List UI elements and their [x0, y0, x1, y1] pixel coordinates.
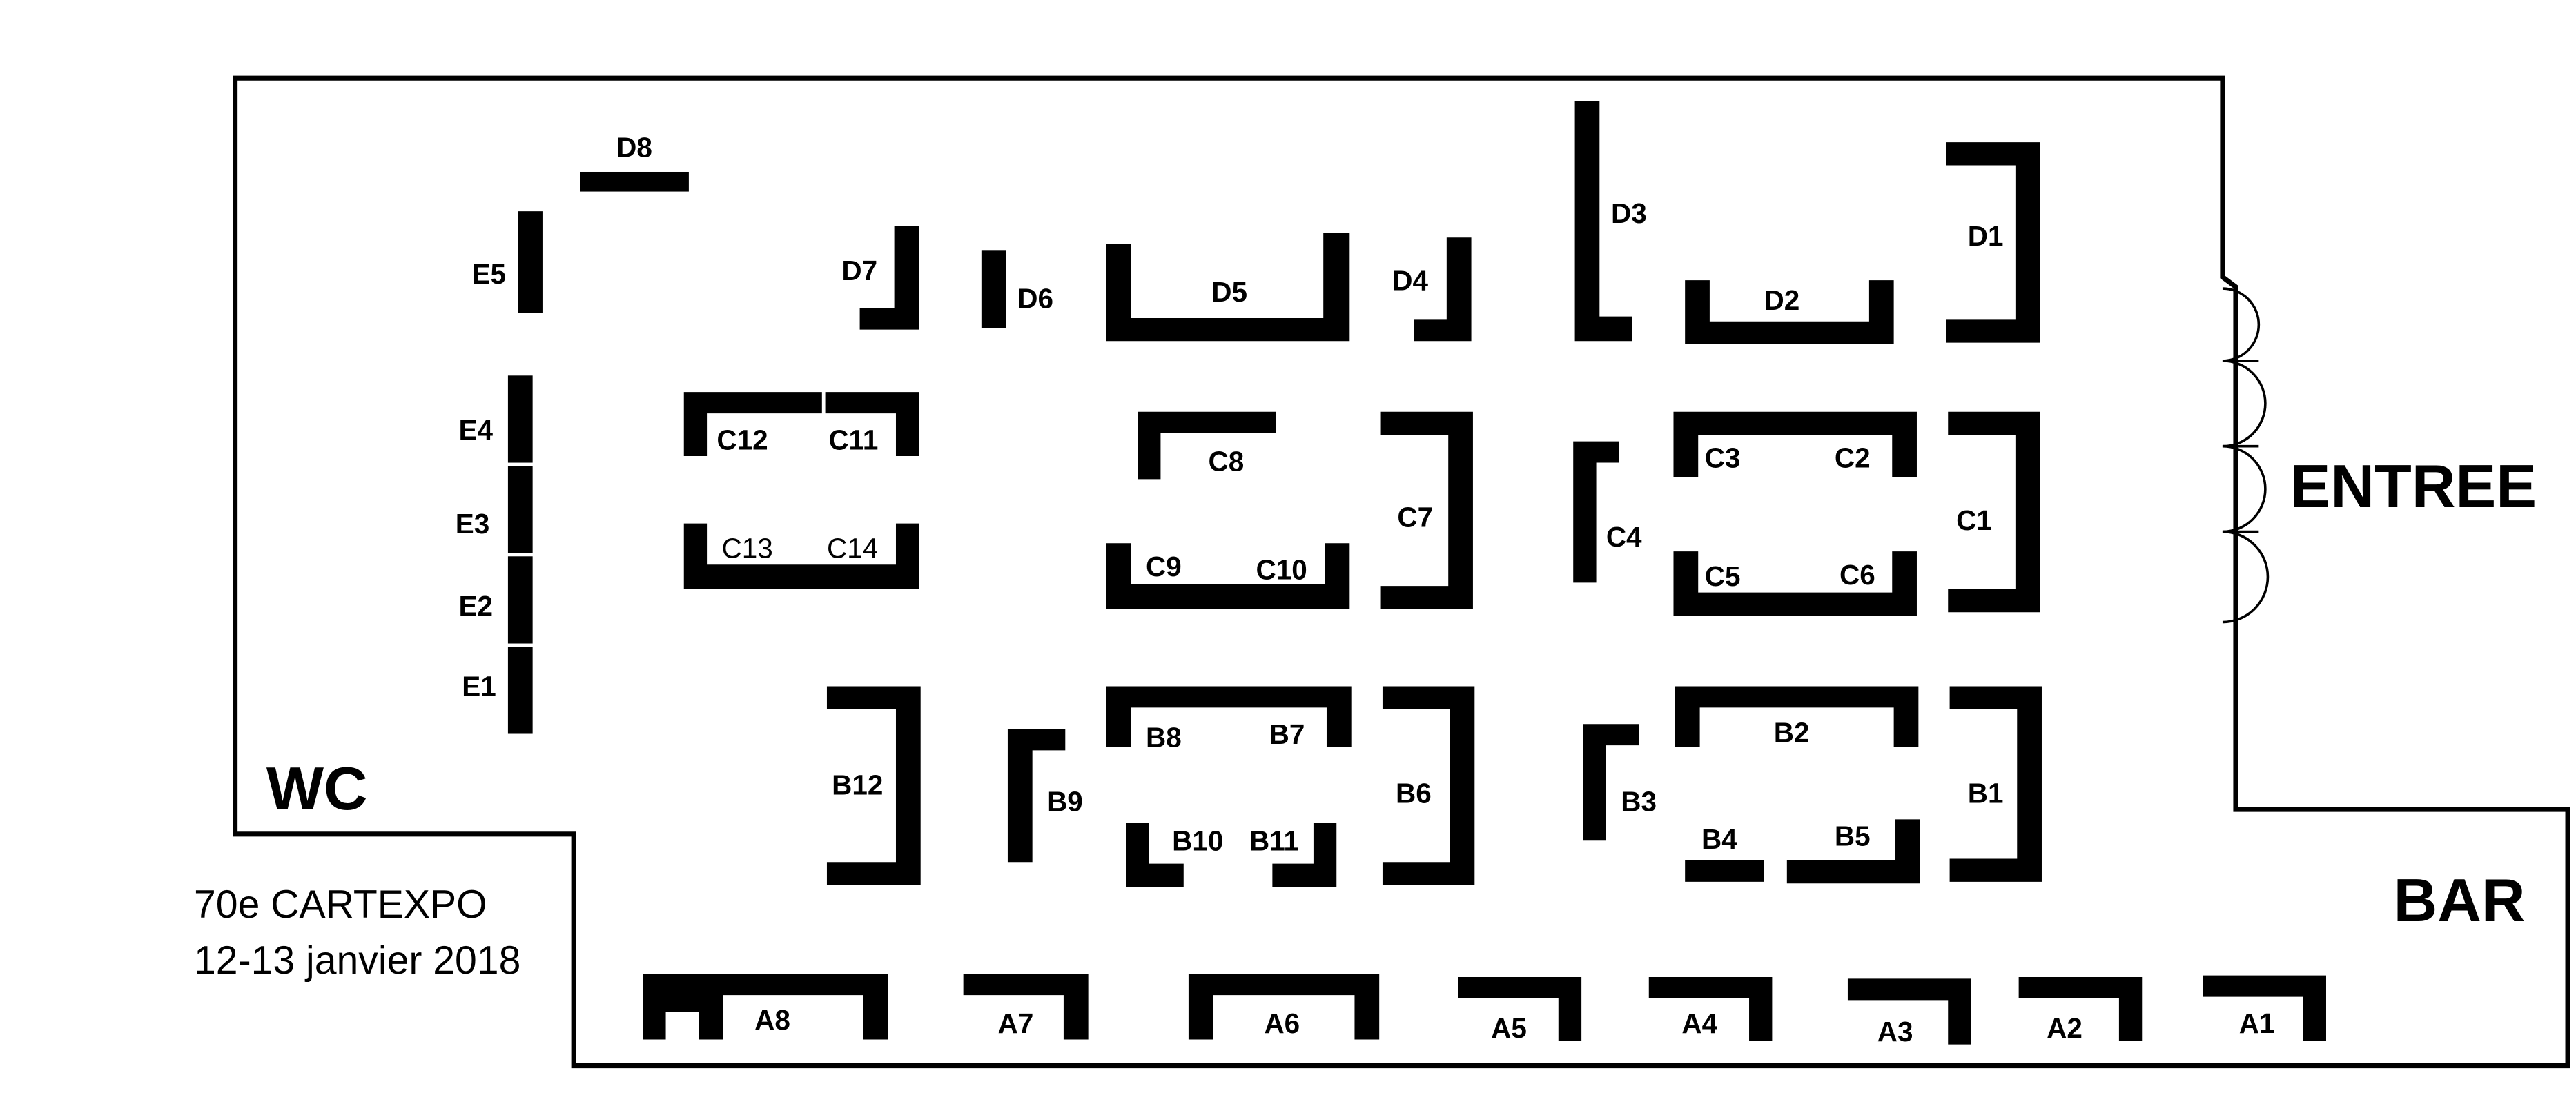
bar-label: BAR [2394, 866, 2526, 934]
event-caption: 70e CARTEXPO 12-13 janvier 2018 [194, 883, 520, 983]
stand-b4-label: B4 [1701, 823, 1737, 855]
stand-d8-label: D8 [616, 132, 652, 164]
stand-a2-label: A2 [2047, 1012, 2082, 1044]
stand-c3-label: C3 [1705, 442, 1741, 474]
stand-b7-label: B7 [1269, 718, 1305, 750]
stand-b9-label: B9 [1047, 785, 1083, 817]
stand-e4-label: E4 [458, 414, 493, 446]
entrance-doors [2222, 287, 2270, 624]
stand-b11-label: B11 [1249, 825, 1299, 857]
stand-d5-label: D5 [1211, 276, 1247, 308]
stand-c8-label: C8 [1208, 445, 1244, 477]
stand-d6-label: D6 [1017, 283, 1053, 315]
stand-b2-label: B2 [1774, 716, 1810, 748]
stand-c14-label: C14 [827, 533, 878, 564]
stand-b10-label: B10 [1172, 825, 1223, 857]
stand-c10-label: C10 [1256, 554, 1307, 586]
stand-c2-label: C2 [1835, 442, 1871, 474]
event-edition: 70e CARTEXPO [194, 883, 487, 927]
stand-a7-label: A7 [998, 1007, 1034, 1039]
stand-b6-label: B6 [1396, 778, 1432, 809]
event-dates: 12-13 janvier 2018 [194, 938, 520, 983]
stand-c11-label: C11 [828, 424, 878, 455]
stand-e5-label: E5 [472, 258, 507, 290]
stand-b1-label: B1 [1968, 778, 2004, 809]
stand-b12-label: B12 [832, 769, 883, 801]
stand-c1-label: C1 [1956, 504, 1992, 536]
stand-c6-label: C6 [1840, 559, 1875, 591]
stand-b8-label: B8 [1146, 722, 1182, 754]
stand-a3-label: A3 [1877, 1016, 1913, 1047]
stand-a1-label: A1 [2239, 1007, 2275, 1039]
stand-e2-label: E2 [458, 590, 493, 622]
stand-walls [507, 101, 2326, 1045]
stand-c13-label: C13 [722, 533, 773, 564]
zone-labels: ENTREE BAR WC [266, 452, 2537, 934]
stand-b5-label: B5 [1835, 820, 1871, 851]
stand-c7-label: C7 [1397, 501, 1433, 533]
stand-c9-label: C9 [1146, 551, 1182, 582]
stand-e1-label: E1 [462, 671, 496, 702]
stand-c12-label: C12 [716, 424, 768, 455]
entrance-label: ENTREE [2290, 452, 2537, 520]
wc-label: WC [266, 754, 368, 823]
stand-c4-label: C4 [1606, 521, 1642, 553]
stand-b3-label: B3 [1621, 785, 1657, 817]
stand-d2-label: D2 [1764, 284, 1799, 316]
stand-d7-label: D7 [841, 255, 877, 286]
stand-d1-label: D1 [1968, 220, 2004, 252]
stand-d4-label: D4 [1392, 264, 1428, 296]
stand-a6-label: A6 [1264, 1007, 1300, 1039]
stand-e3-label: E3 [456, 508, 490, 540]
stand-d3-label: D3 [1611, 197, 1647, 229]
stand-a5-label: A5 [1491, 1012, 1527, 1044]
hall-outline [232, 75, 2570, 1069]
stand-labels: D8 E5 D7 D6 D5 D4 D3 D2 D1 E4 E3 E2 E1 C… [456, 132, 2275, 1047]
stand-c5-label: C5 [1705, 560, 1741, 592]
stand-a4-label: A4 [1681, 1007, 1717, 1039]
stand-a8-label: A8 [754, 1004, 790, 1036]
